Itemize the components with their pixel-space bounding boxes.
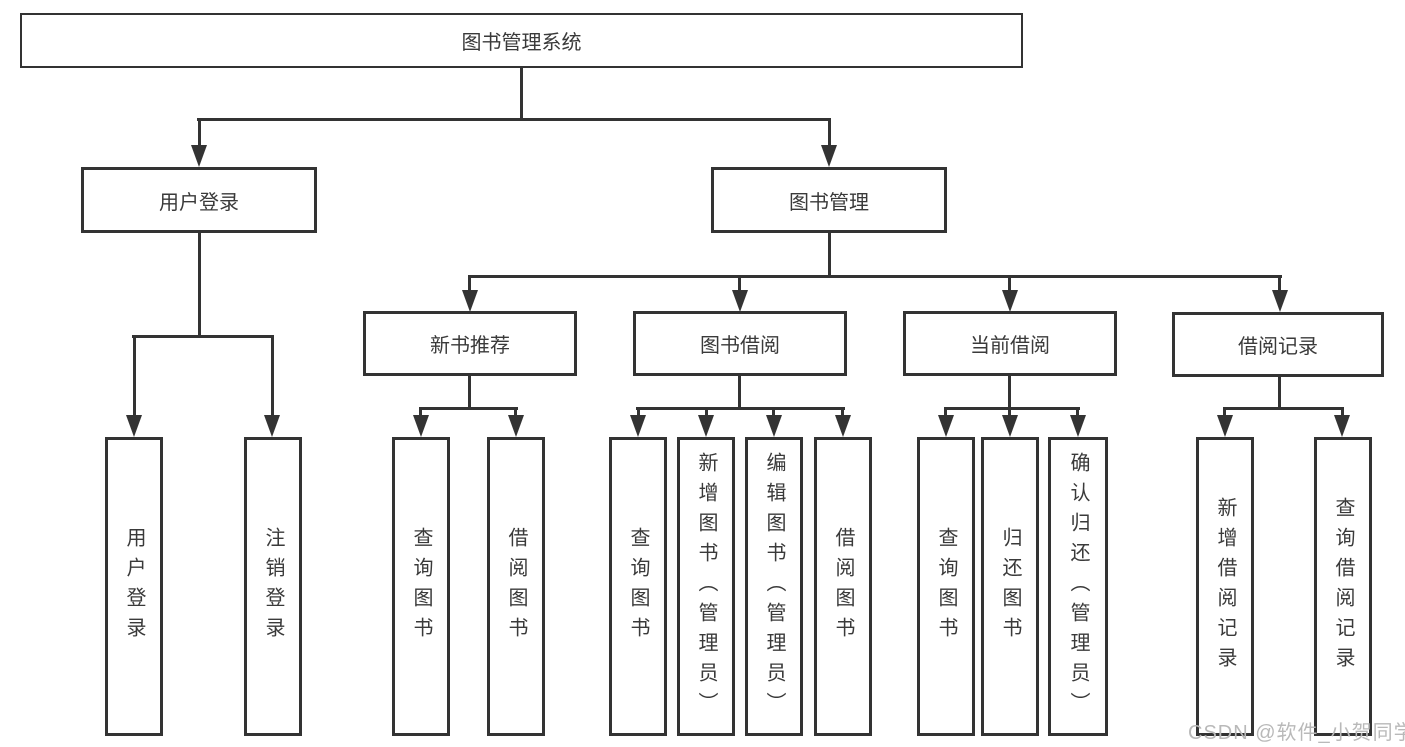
node-user-login: 用户登录 (81, 167, 317, 233)
connector-line (828, 233, 831, 275)
connector-line (133, 338, 136, 415)
arrow-down-icon (508, 415, 524, 437)
connector-line (1341, 410, 1344, 415)
arrow-down-icon (413, 415, 429, 437)
connector-line (419, 410, 422, 415)
connector-line (1008, 376, 1011, 407)
arrow-down-icon (821, 145, 837, 167)
leaf-query-book-current: 查询图书 (917, 437, 975, 736)
arrow-down-icon (1334, 415, 1350, 437)
node-borrow-records: 借阅记录 (1172, 312, 1384, 377)
connector-line (636, 407, 845, 410)
leaf-user-login: 用户登录 (105, 437, 163, 736)
arrow-down-icon (462, 290, 478, 312)
arrow-down-icon (1070, 415, 1086, 437)
connector-line (772, 410, 775, 415)
connector-line (1223, 410, 1226, 415)
connector-line (419, 407, 518, 410)
leaf-query-borrow-record: 查询借阅记录 (1314, 437, 1372, 736)
arrow-down-icon (766, 415, 782, 437)
csdn-watermark: CSDN @软件_小贺同学 (1188, 722, 1405, 744)
arrow-down-icon (1217, 415, 1233, 437)
leaf-edit-book-admin: 编辑图书（管理员） (745, 437, 803, 736)
connector-line (828, 121, 831, 147)
connector-line (738, 278, 741, 290)
arrow-down-icon (126, 415, 142, 437)
leaf-return-book: 归还图书 (981, 437, 1039, 736)
connector-line (132, 335, 274, 338)
connector-line (944, 410, 947, 415)
connector-line (514, 410, 517, 415)
node-root: 图书管理系统 (20, 13, 1023, 68)
leaf-borrow-book-2: 借阅图书 (814, 437, 872, 736)
arrow-down-icon (835, 415, 851, 437)
connector-line (197, 118, 831, 121)
leaf-add-borrow-record: 新增借阅记录 (1196, 437, 1254, 736)
connector-line (198, 233, 201, 335)
connector-line (1223, 407, 1344, 410)
connector-line (637, 410, 640, 415)
leaf-borrow-book-newrec: 借阅图书 (487, 437, 545, 736)
leaf-query-book-borrow: 查询图书 (609, 437, 667, 736)
arrow-down-icon (264, 415, 280, 437)
arrow-down-icon (1002, 290, 1018, 312)
connector-line (1008, 278, 1011, 290)
leaf-add-book-admin: 新增图书（管理员） (677, 437, 735, 736)
connector-line (1076, 410, 1079, 415)
arrow-down-icon (698, 415, 714, 437)
arrow-down-icon (1272, 290, 1288, 312)
node-book-borrow: 图书借阅 (633, 311, 847, 376)
arrow-down-icon (630, 415, 646, 437)
arrow-down-icon (191, 145, 207, 167)
leaf-logout: 注销登录 (244, 437, 302, 736)
arrow-down-icon (1002, 415, 1018, 437)
arrow-down-icon (938, 415, 954, 437)
connector-line (1278, 278, 1281, 290)
leaf-confirm-return-admin: 确认归还（管理员） (1048, 437, 1108, 736)
connector-line (271, 338, 274, 415)
arrow-down-icon (732, 290, 748, 312)
connector-line (468, 376, 471, 407)
connector-line (841, 410, 844, 415)
connector-line (1278, 377, 1281, 407)
node-new-book-recommend: 新书推荐 (363, 311, 577, 376)
connector-line (705, 410, 708, 415)
connector-line (944, 407, 1080, 410)
connector-line (468, 275, 1282, 278)
connector-line (738, 376, 741, 407)
connector-line (520, 68, 523, 121)
connector-line (468, 278, 471, 290)
leaf-query-book-newrec: 查询图书 (392, 437, 450, 736)
connector-line (198, 121, 201, 147)
connector-line (1008, 410, 1011, 415)
node-current-borrow: 当前借阅 (903, 311, 1117, 376)
node-book-management: 图书管理 (711, 167, 947, 233)
